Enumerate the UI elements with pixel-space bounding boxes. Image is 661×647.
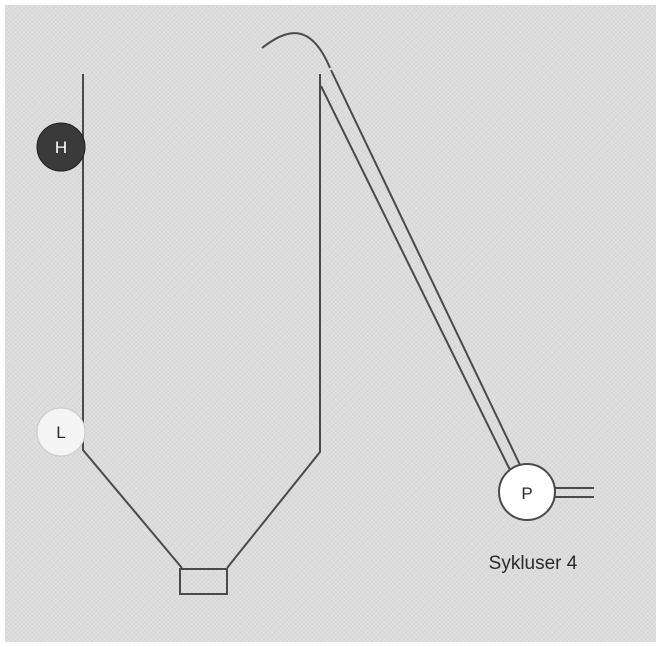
pump-pipe (320, 69, 521, 471)
pipe-line-inner (320, 85, 511, 471)
level-low-circle (36, 407, 86, 457)
level-low-label: L (56, 423, 65, 442)
outlet-box (179, 568, 228, 595)
vessel-left-wall (82, 74, 183, 569)
pipe-line-outer (330, 69, 521, 466)
inlet-curve (261, 32, 331, 69)
pump-circle (498, 463, 556, 521)
pump-outlet-pipe (554, 487, 594, 498)
cyclone-vessel (82, 74, 321, 595)
pump-label: P (521, 484, 532, 503)
vessel-right-wall (226, 74, 321, 569)
pump-symbol[interactable]: P (498, 463, 556, 521)
level-high-circle (36, 122, 86, 172)
level-high-indicator[interactable]: H (36, 122, 86, 172)
level-low-indicator[interactable]: L (36, 407, 86, 457)
level-high-label: H (55, 138, 67, 157)
cyclone-caption: Sykluser 4 (489, 553, 578, 574)
